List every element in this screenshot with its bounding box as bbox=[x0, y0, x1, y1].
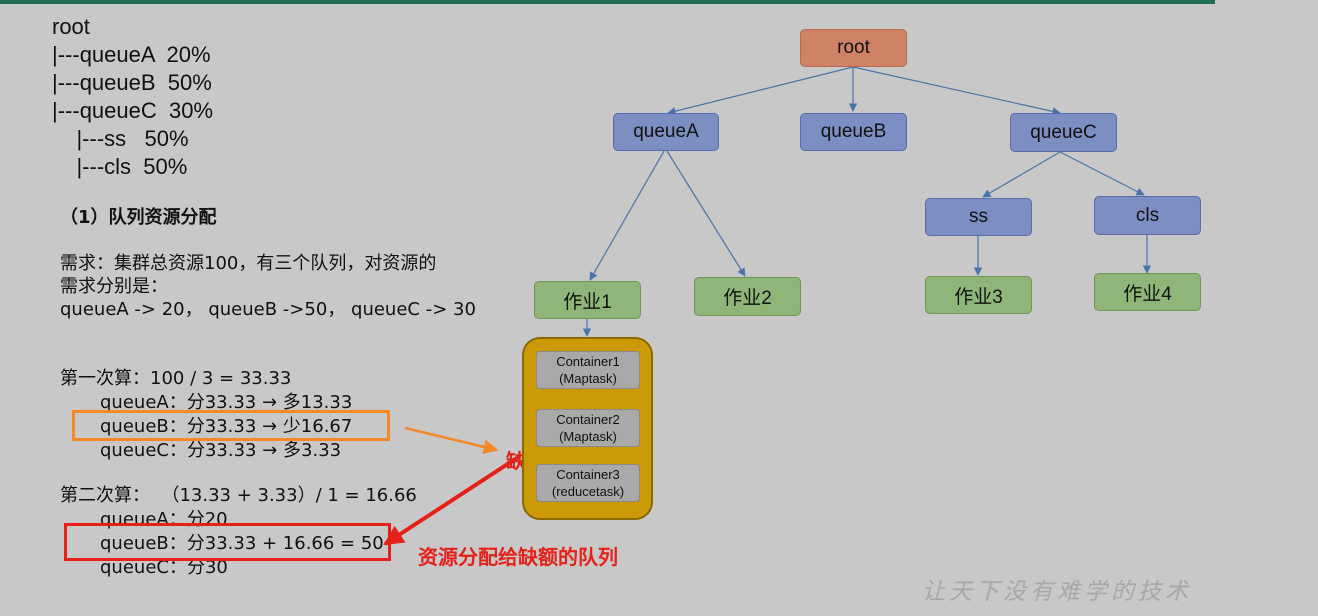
node-job1: 作业1 bbox=[534, 281, 641, 319]
second-calc-queueC: queueC：分30 bbox=[100, 557, 228, 578]
requirement-line-2: 需求分别是： bbox=[60, 276, 168, 297]
node-queueC: queueC bbox=[1010, 113, 1117, 152]
node-job4: 作业4 bbox=[1094, 273, 1201, 311]
section-heading: （1）队列资源分配 bbox=[60, 207, 217, 228]
tree-text-cls: |---cls 50% bbox=[52, 154, 188, 179]
node-job3: 作业3 bbox=[925, 276, 1032, 314]
tree-text-ss: |---ss 50% bbox=[52, 126, 189, 151]
first-calc-title: 第一次算：100 / 3 = 33.33 bbox=[60, 368, 292, 389]
container-3-task: (reducetask) bbox=[551, 484, 625, 499]
tree-text-queueA: |---queueA 20% bbox=[52, 42, 211, 67]
tree-text-queueB: |---queueB 50% bbox=[52, 70, 212, 95]
edge-root-queueA bbox=[667, 66, 854, 116]
allocate-callout: 资源分配给缺额的队列 bbox=[418, 545, 618, 569]
red-arrow bbox=[383, 454, 522, 546]
container-2: Container2 (Maptask) bbox=[536, 409, 640, 447]
first-calc-queueA: queueA：分33.33 → 多13.33 bbox=[100, 392, 353, 413]
container-2-task: (Maptask) bbox=[559, 429, 617, 444]
tree-text-root: root bbox=[52, 14, 90, 39]
requirement-line-3: queueA -> 20， queueB ->50， queueC -> 30 bbox=[60, 299, 476, 320]
container-1: Container1 (Maptask) bbox=[536, 351, 640, 389]
orange-arrow bbox=[404, 426, 499, 455]
watermark-text: 让天下没有难学的技术 bbox=[922, 579, 1192, 605]
edge-queueC-cls bbox=[1059, 151, 1145, 196]
job1-container-pool: Container1 (Maptask) Container2 (Maptask… bbox=[522, 337, 653, 520]
container-1-task: (Maptask) bbox=[559, 371, 617, 386]
container-1-name: Container1 bbox=[556, 354, 620, 369]
first-calc-queueC: queueC：分33.33 → 多3.33 bbox=[100, 440, 342, 461]
container-3: Container3 (reducetask) bbox=[536, 464, 640, 502]
second-calc-title: 第二次算： （13.33 + 3.33）/ 1 = 16.66 bbox=[60, 485, 417, 506]
edge-queueA-job1 bbox=[589, 150, 665, 281]
container-2-name: Container2 bbox=[556, 412, 620, 427]
edge-queueA-job2 bbox=[666, 150, 746, 277]
second-calc-queueB: queueB：分33.33 + 16.66 = 50 bbox=[100, 533, 384, 554]
node-ss: ss bbox=[925, 198, 1032, 236]
edge-queueC-ss bbox=[982, 151, 1061, 198]
top-accent-bar bbox=[0, 0, 1215, 4]
node-cls: cls bbox=[1094, 196, 1201, 235]
node-queueA: queueA bbox=[613, 113, 719, 151]
first-calc-queueB: queueB：分33.33 → 少16.67 bbox=[100, 416, 353, 437]
requirement-line-1: 需求：集群总资源100，有三个队列，对资源的 bbox=[60, 253, 437, 274]
tree-text-queueC: |---queueC 30% bbox=[52, 98, 214, 123]
orange-highlight-box bbox=[72, 410, 390, 441]
container-3-name: Container3 bbox=[556, 467, 620, 482]
node-queueB: queueB bbox=[800, 113, 907, 151]
node-root: root bbox=[800, 29, 907, 67]
edge-root-queueC bbox=[852, 66, 1061, 116]
node-job2: 作业2 bbox=[694, 277, 801, 316]
